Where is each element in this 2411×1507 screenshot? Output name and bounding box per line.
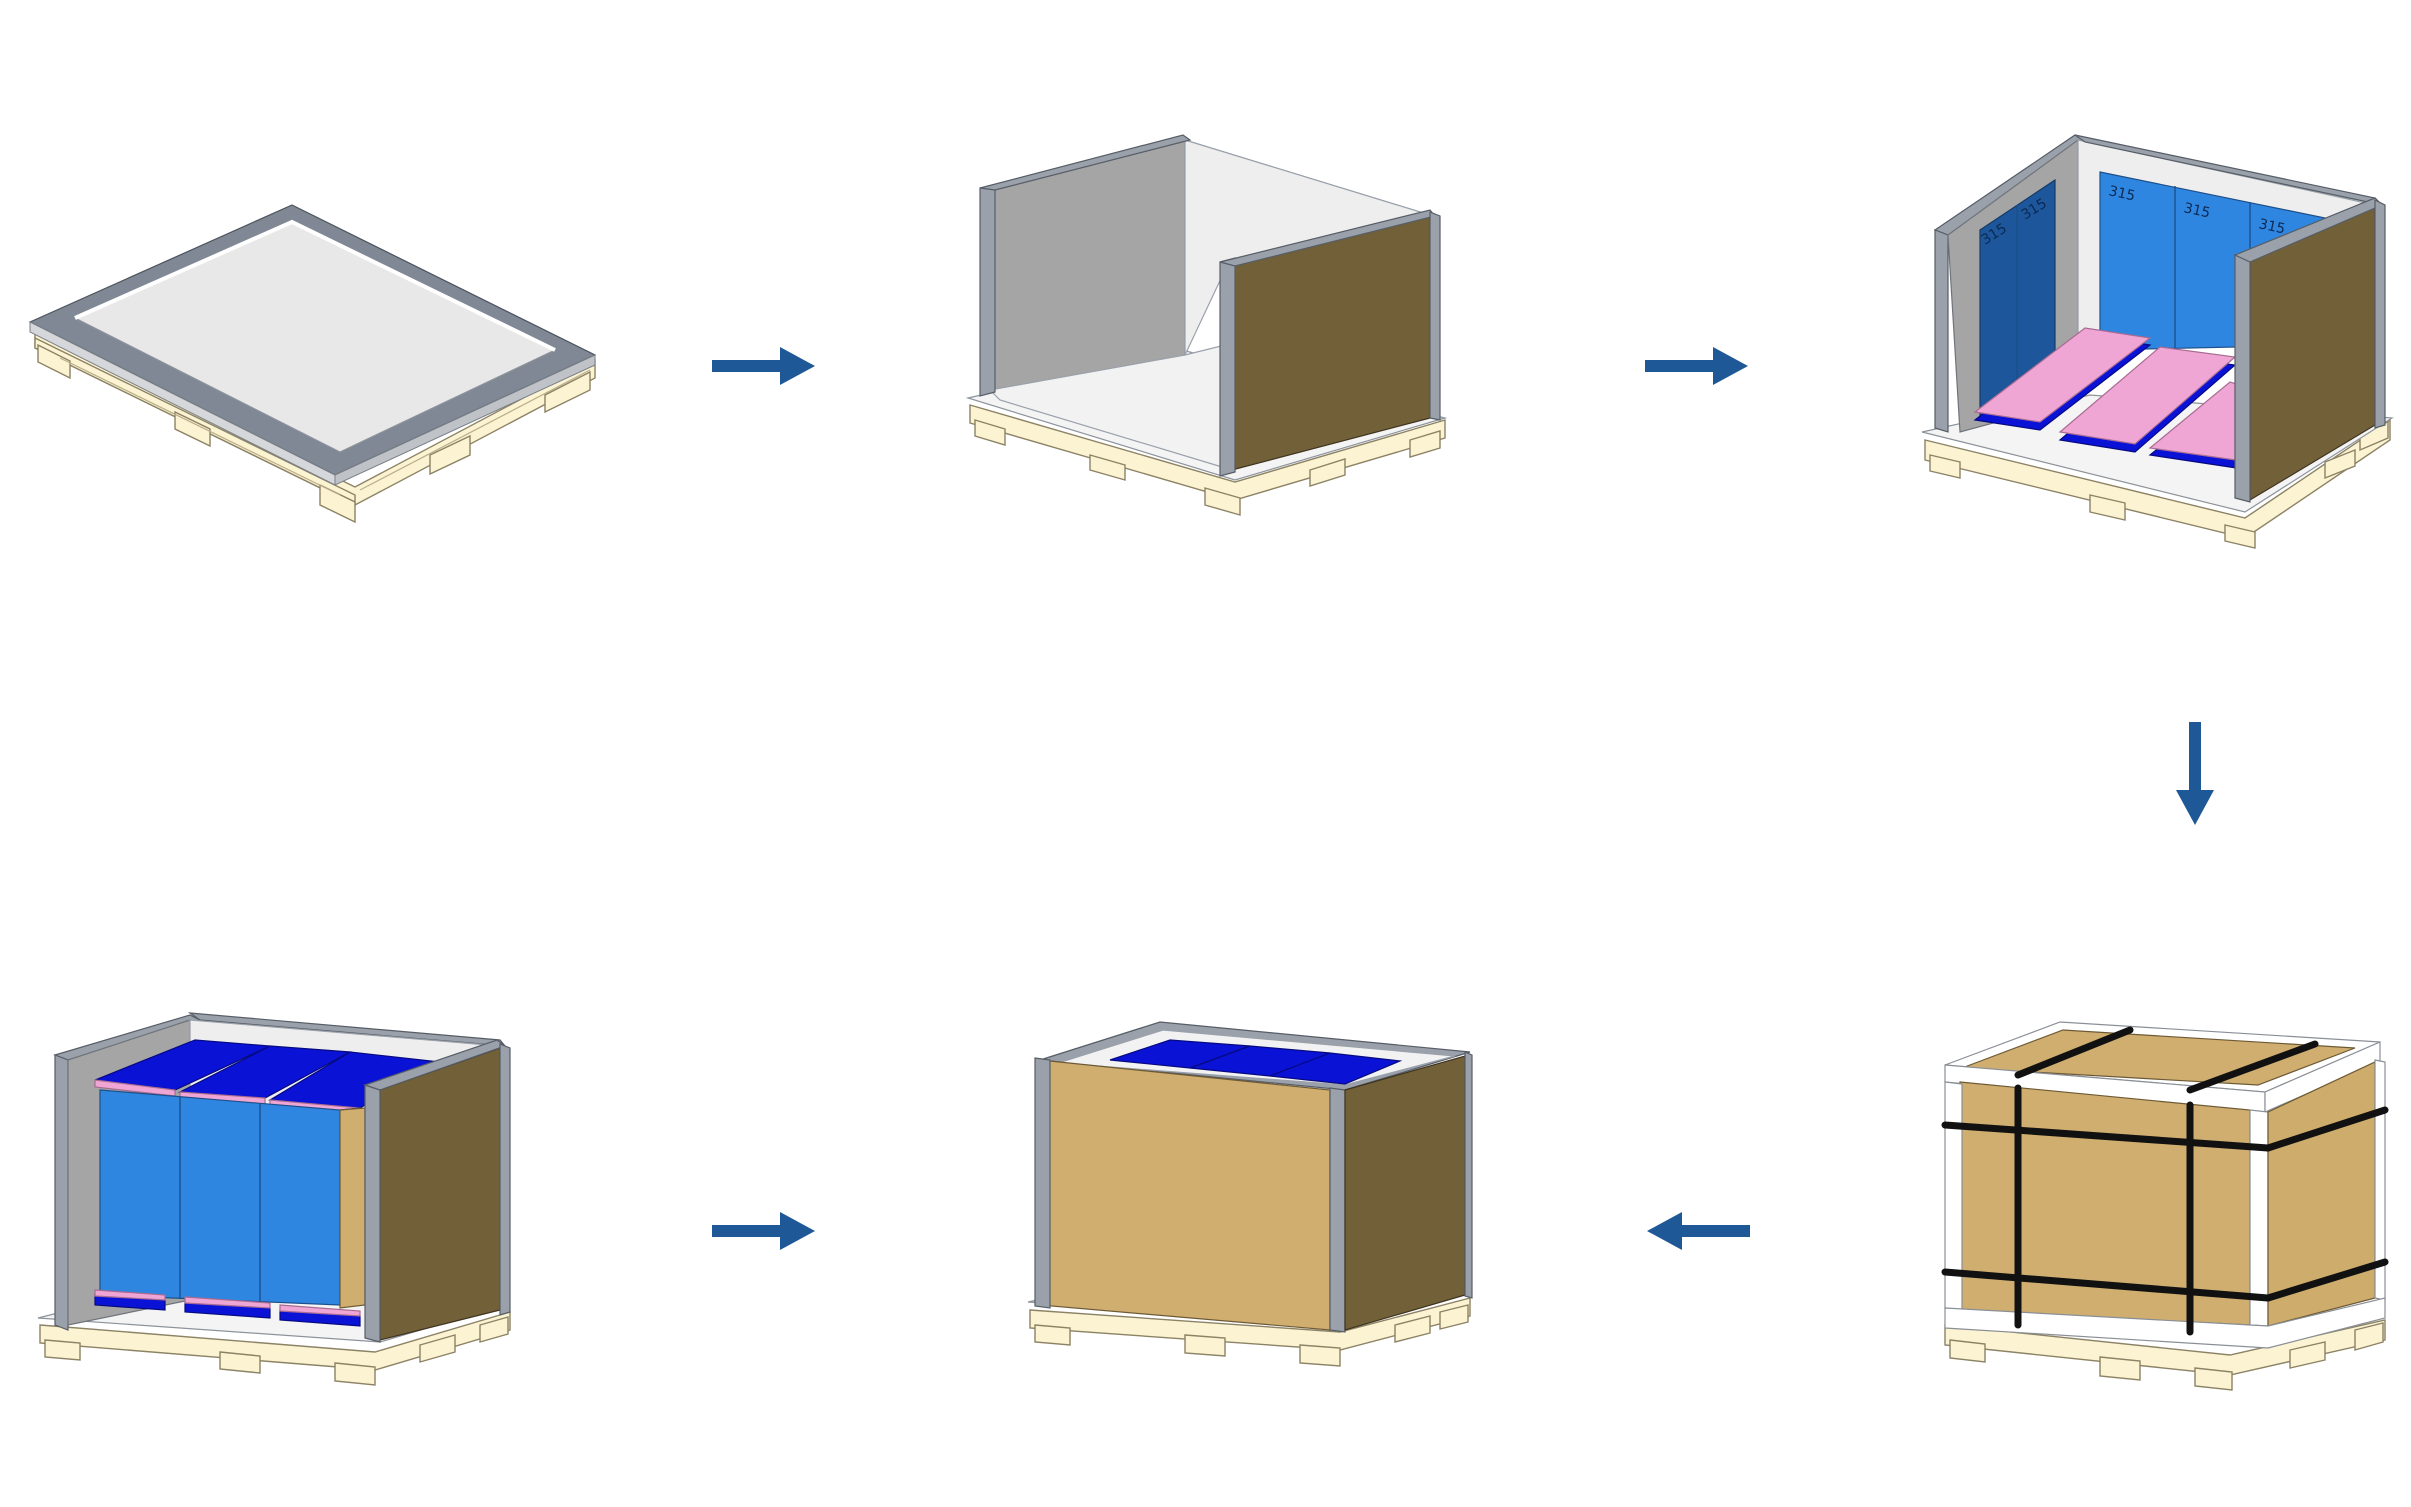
- top-panels: [94, 1039, 442, 1115]
- box: [1941, 1021, 2389, 1349]
- arrow-left: [1647, 1212, 1750, 1250]
- panel-label: 315: [2182, 200, 2211, 221]
- step-panels-full-load: [37, 1012, 511, 1386]
- arrow-right-2: [1645, 347, 1748, 385]
- step-tray-on-pallet: [28, 204, 597, 524]
- tray: [28, 204, 597, 486]
- box: [1034, 1021, 1473, 1333]
- step-box-strapped: [1941, 1021, 2389, 1391]
- walls: 315 315 315 315 315: [1933, 134, 2386, 503]
- step-panels-loaded-floor: 315 315 315 315 315: [1921, 134, 2394, 549]
- floor-panels: [1973, 327, 2251, 471]
- step-walls-on-pallet: [965, 134, 1448, 516]
- arrow-right-1: [712, 347, 815, 385]
- walls: [979, 134, 1441, 477]
- pallet: [1944, 1319, 2386, 1391]
- straps: [1941, 1026, 2389, 1336]
- arrow-right-3: [712, 1212, 815, 1250]
- walls: [53, 1012, 511, 1343]
- arrow-down: [2176, 722, 2214, 825]
- front-panels: [94, 1089, 366, 1327]
- panel-label: 315: [2257, 216, 2286, 237]
- step-box-closed: [1027, 1021, 1473, 1367]
- panel-label: 315: [2107, 183, 2136, 204]
